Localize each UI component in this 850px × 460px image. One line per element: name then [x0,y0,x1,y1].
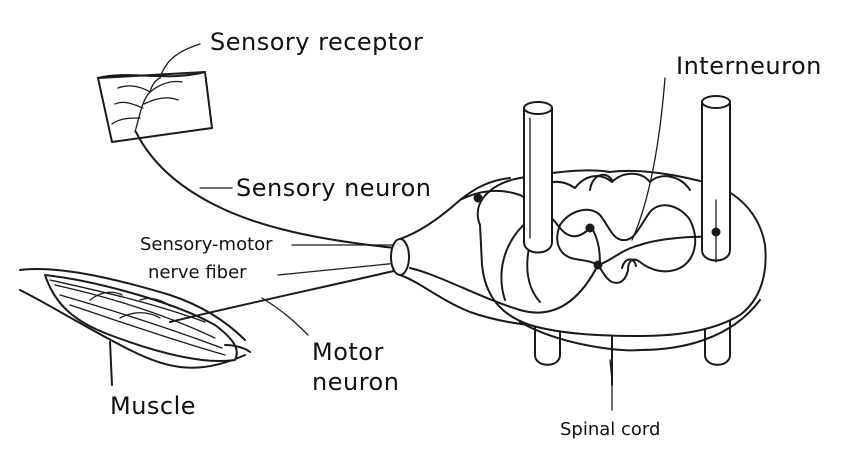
sensory-motor-label-line2: nerve fiber [148,262,247,283]
skin-patch [97,71,213,143]
motor-neuron-leader [261,297,309,336]
muscle-label: Muscle [110,392,197,420]
receptor-leader-line [159,43,201,79]
nerve-fiber-leader-bottom [277,262,399,276]
interneuron-leader [631,77,666,241]
muscle [19,268,251,369]
sensory-receptor-endings [111,77,183,133]
interneuron-label: Interneuron [676,52,822,80]
left-tract-column [523,101,553,254]
sensory-neuron-fiber [135,131,396,249]
motor-neuron-root [409,264,599,314]
dorsal-root-ganglion [473,193,483,203]
sensory-receptor-label: Sensory receptor [210,28,424,56]
muscle-leader-line [109,341,113,386]
motor-neuron-label-line1: Motor [312,338,384,366]
sensory-neuron-label: Sensory neuron [236,174,432,202]
motor-neuron-label-line2: neuron [312,368,400,396]
sensory-motor-label-line1: Sensory-motor [140,234,273,255]
motor-neuron-fiber [169,269,399,323]
spinal-cord-label: Spinal cord [560,419,661,440]
right-tract-column [701,95,731,263]
